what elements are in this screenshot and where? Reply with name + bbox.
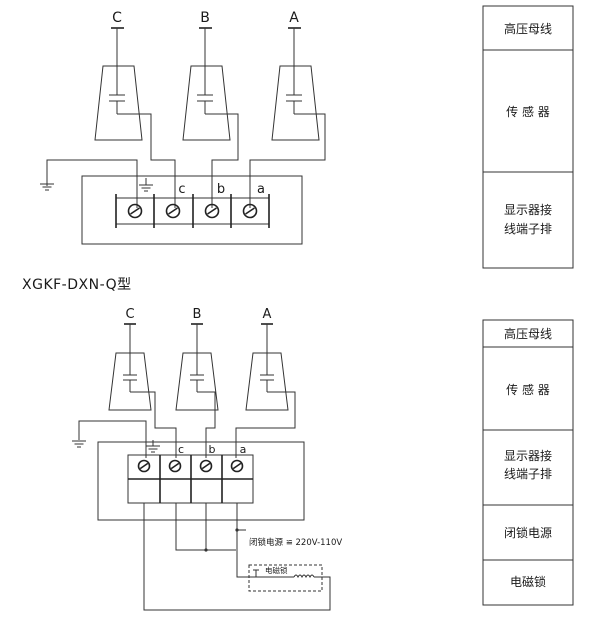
model-title: XGKF-DXN-Q型: [22, 277, 132, 293]
terminal-label-a: a: [257, 182, 265, 197]
ground-icon-bottom: [71, 440, 87, 448]
phase-label-c: C: [112, 10, 122, 26]
terminal-block-bottom: [127, 454, 254, 504]
sensor-a-bottom: [245, 352, 289, 411]
phase-label-a: A: [289, 10, 299, 26]
bus-connectors-bottom: [124, 323, 273, 375]
phase-label-c-bottom: C: [125, 307, 134, 322]
electromagnetic-lock: 电磁锁: [248, 564, 323, 592]
terminal-label-a-bottom: a: [240, 443, 247, 456]
screw-terminal-c-bottom: [168, 459, 182, 473]
screw-terminal-a-bottom: [230, 459, 244, 473]
terminal-label-c-bottom: c: [178, 443, 184, 456]
top-legend-sensor: 传 感 器: [506, 104, 550, 119]
terminal-block: [115, 194, 270, 228]
terminal-ground-icon-bottom: [145, 445, 161, 453]
sensor-c: [94, 65, 143, 141]
sensor-b-bottom: [175, 352, 219, 411]
bottom-legend-terminal-1: 显示器接: [504, 448, 552, 463]
phase-label-b: B: [200, 10, 210, 26]
top-diagram: C B A: [39, 10, 326, 245]
lock-circuit-wires: [143, 503, 331, 611]
bottom-legend-sensor: 传 感 器: [506, 382, 550, 397]
top-legend-terminal-2: 线端子排: [504, 222, 552, 236]
bottom-legend-table: 高压母线 传 感 器 显示器接 线端子排 闭锁电源 电磁锁: [482, 319, 574, 606]
sensor-wires: [46, 113, 326, 208]
terminal-box-bottom: [97, 441, 305, 521]
terminal-label-b-bottom: b: [209, 443, 216, 456]
screw-terminal-c: [165, 203, 181, 219]
bus-connectors: [111, 27, 301, 95]
top-legend-table: 高压母线 传 感 器 显示器接 线端子排: [482, 5, 574, 269]
power-label: 闭锁电源 ≌ 220V-110V: [249, 537, 342, 548]
bottom-legend-lock-power: 闭锁电源: [504, 525, 552, 540]
phase-label-b-bottom: B: [193, 307, 202, 322]
screw-terminal-ground: [127, 203, 143, 219]
top-legend-busbar: 高压母线: [504, 21, 552, 36]
sensor-a: [271, 65, 320, 141]
bottom-diagram: C B A: [71, 307, 342, 611]
screw-terminal-b-bottom: [199, 459, 213, 473]
terminal-box: [81, 175, 303, 245]
bottom-legend-busbar: 高压母线: [504, 326, 552, 341]
top-legend-terminal-1: 显示器接: [504, 202, 552, 217]
sensor-wires-bottom: [78, 391, 296, 458]
terminal-label-c: c: [178, 182, 185, 197]
sensor-b: [182, 65, 231, 141]
terminal-ground-icon: [138, 184, 154, 192]
sensor-c-bottom: [108, 352, 152, 411]
terminal-label-b: b: [217, 182, 225, 197]
lock-label: 电磁锁: [265, 565, 288, 575]
bottom-legend-lock: 电磁锁: [510, 574, 546, 589]
screw-terminal-ground-bottom: [137, 459, 151, 473]
bottom-legend-terminal-2: 线端子排: [504, 467, 552, 481]
phase-label-a-bottom: A: [263, 307, 272, 322]
